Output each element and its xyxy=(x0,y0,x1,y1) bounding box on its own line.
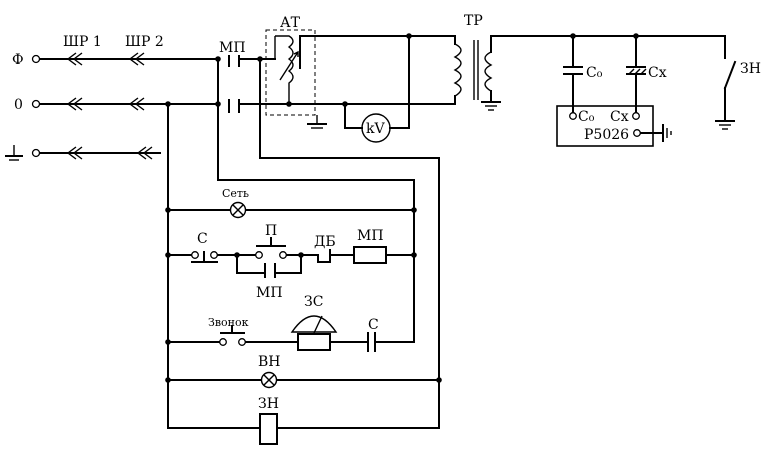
label-mp-coil: МП xyxy=(357,228,384,244)
label-c-cap: С xyxy=(368,317,379,333)
capacitor-cx xyxy=(626,35,647,113)
label-mp-top: МП xyxy=(219,40,246,56)
vn-lamp-row xyxy=(165,371,442,389)
transformer xyxy=(453,33,726,111)
label-zn-top: ЗН xyxy=(740,61,761,77)
label-c0-bridge: C₀ xyxy=(578,109,595,125)
label-shr2: ШР 2 xyxy=(125,34,164,50)
bridge-p5026 xyxy=(556,105,672,147)
label-c0-top: C₀ xyxy=(586,65,603,81)
label-shr1: ШР 1 xyxy=(63,34,102,50)
grounding-switch-top xyxy=(715,35,737,130)
label-p-switch: П xyxy=(265,223,277,239)
label-phase: Ф xyxy=(12,52,24,68)
at-ground-icon xyxy=(307,115,327,129)
label-bridge-model: Р5026 xyxy=(584,127,629,143)
label-cx-top: Cx xyxy=(648,65,667,81)
label-cx-bridge: Cx xyxy=(610,109,629,125)
label-vn: ВН xyxy=(258,354,281,370)
set-lamp-row xyxy=(165,201,417,219)
ground-line xyxy=(31,146,161,160)
label-mp-contact: МП xyxy=(256,285,283,301)
autotransformer xyxy=(259,29,456,116)
label-zero: 0 xyxy=(14,97,23,113)
label-set: Сеть xyxy=(222,187,249,200)
label-db: ДБ xyxy=(314,234,336,250)
control-coil-row xyxy=(165,237,417,278)
label-tr: ТР xyxy=(464,13,483,29)
control-buses xyxy=(167,58,440,429)
phase-line xyxy=(31,52,221,66)
capacitor-c0 xyxy=(563,35,583,113)
mp-main-contacts xyxy=(215,55,263,113)
kilovoltmeter xyxy=(344,35,410,143)
label-zvonok: Звонок xyxy=(208,316,249,329)
label-c-switch: С xyxy=(197,231,208,247)
ground-icon xyxy=(5,145,23,161)
label-zs: ЗС xyxy=(304,294,323,310)
label-at: АТ xyxy=(280,15,301,31)
zero-line xyxy=(31,97,219,111)
zn-coil-row xyxy=(167,413,440,445)
bell-row xyxy=(165,315,415,352)
label-zn-bottom: ЗН xyxy=(258,396,279,412)
label-kv: kV xyxy=(366,121,385,137)
